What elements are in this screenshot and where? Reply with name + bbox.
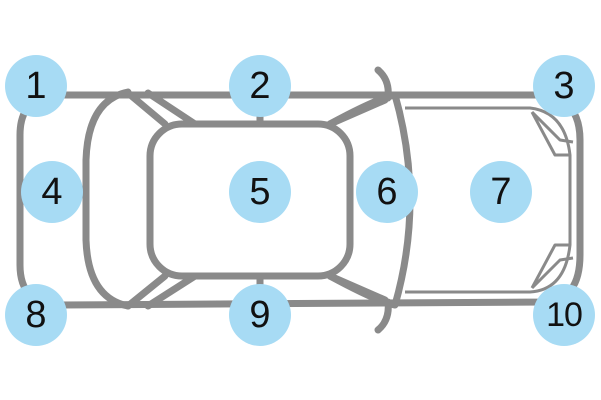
zone-marker-9[interactable]: 9 [229,284,291,346]
a-pillar-top-1 [124,89,169,128]
mirror-top [374,66,392,102]
a-pillar-bottom-1 [124,272,169,310]
zone-marker-1[interactable]: 1 [5,55,67,117]
zone-marker-10[interactable]: 10 [533,284,595,346]
headlight-top [530,110,574,157]
zone-marker-4[interactable]: 4 [21,161,83,223]
zone-marker-3[interactable]: 3 [533,55,595,117]
zone-marker-8[interactable]: 8 [5,284,67,346]
car-roof [146,120,354,280]
zone-marker-5[interactable]: 5 [229,161,291,223]
c-pillar-bottom [326,272,389,304]
mirror-bottom [374,298,392,334]
zone-marker-2[interactable]: 2 [229,55,291,117]
a-pillar-top-2 [144,89,199,128]
headlight-bottom [530,243,574,290]
c-pillar-top [326,96,389,128]
front-windshield [82,88,132,310]
zone-marker-6[interactable]: 6 [356,161,418,223]
hood-outline [405,106,572,294]
a-pillar-bottom-2 [144,272,199,310]
zone-marker-7[interactable]: 7 [470,161,532,223]
